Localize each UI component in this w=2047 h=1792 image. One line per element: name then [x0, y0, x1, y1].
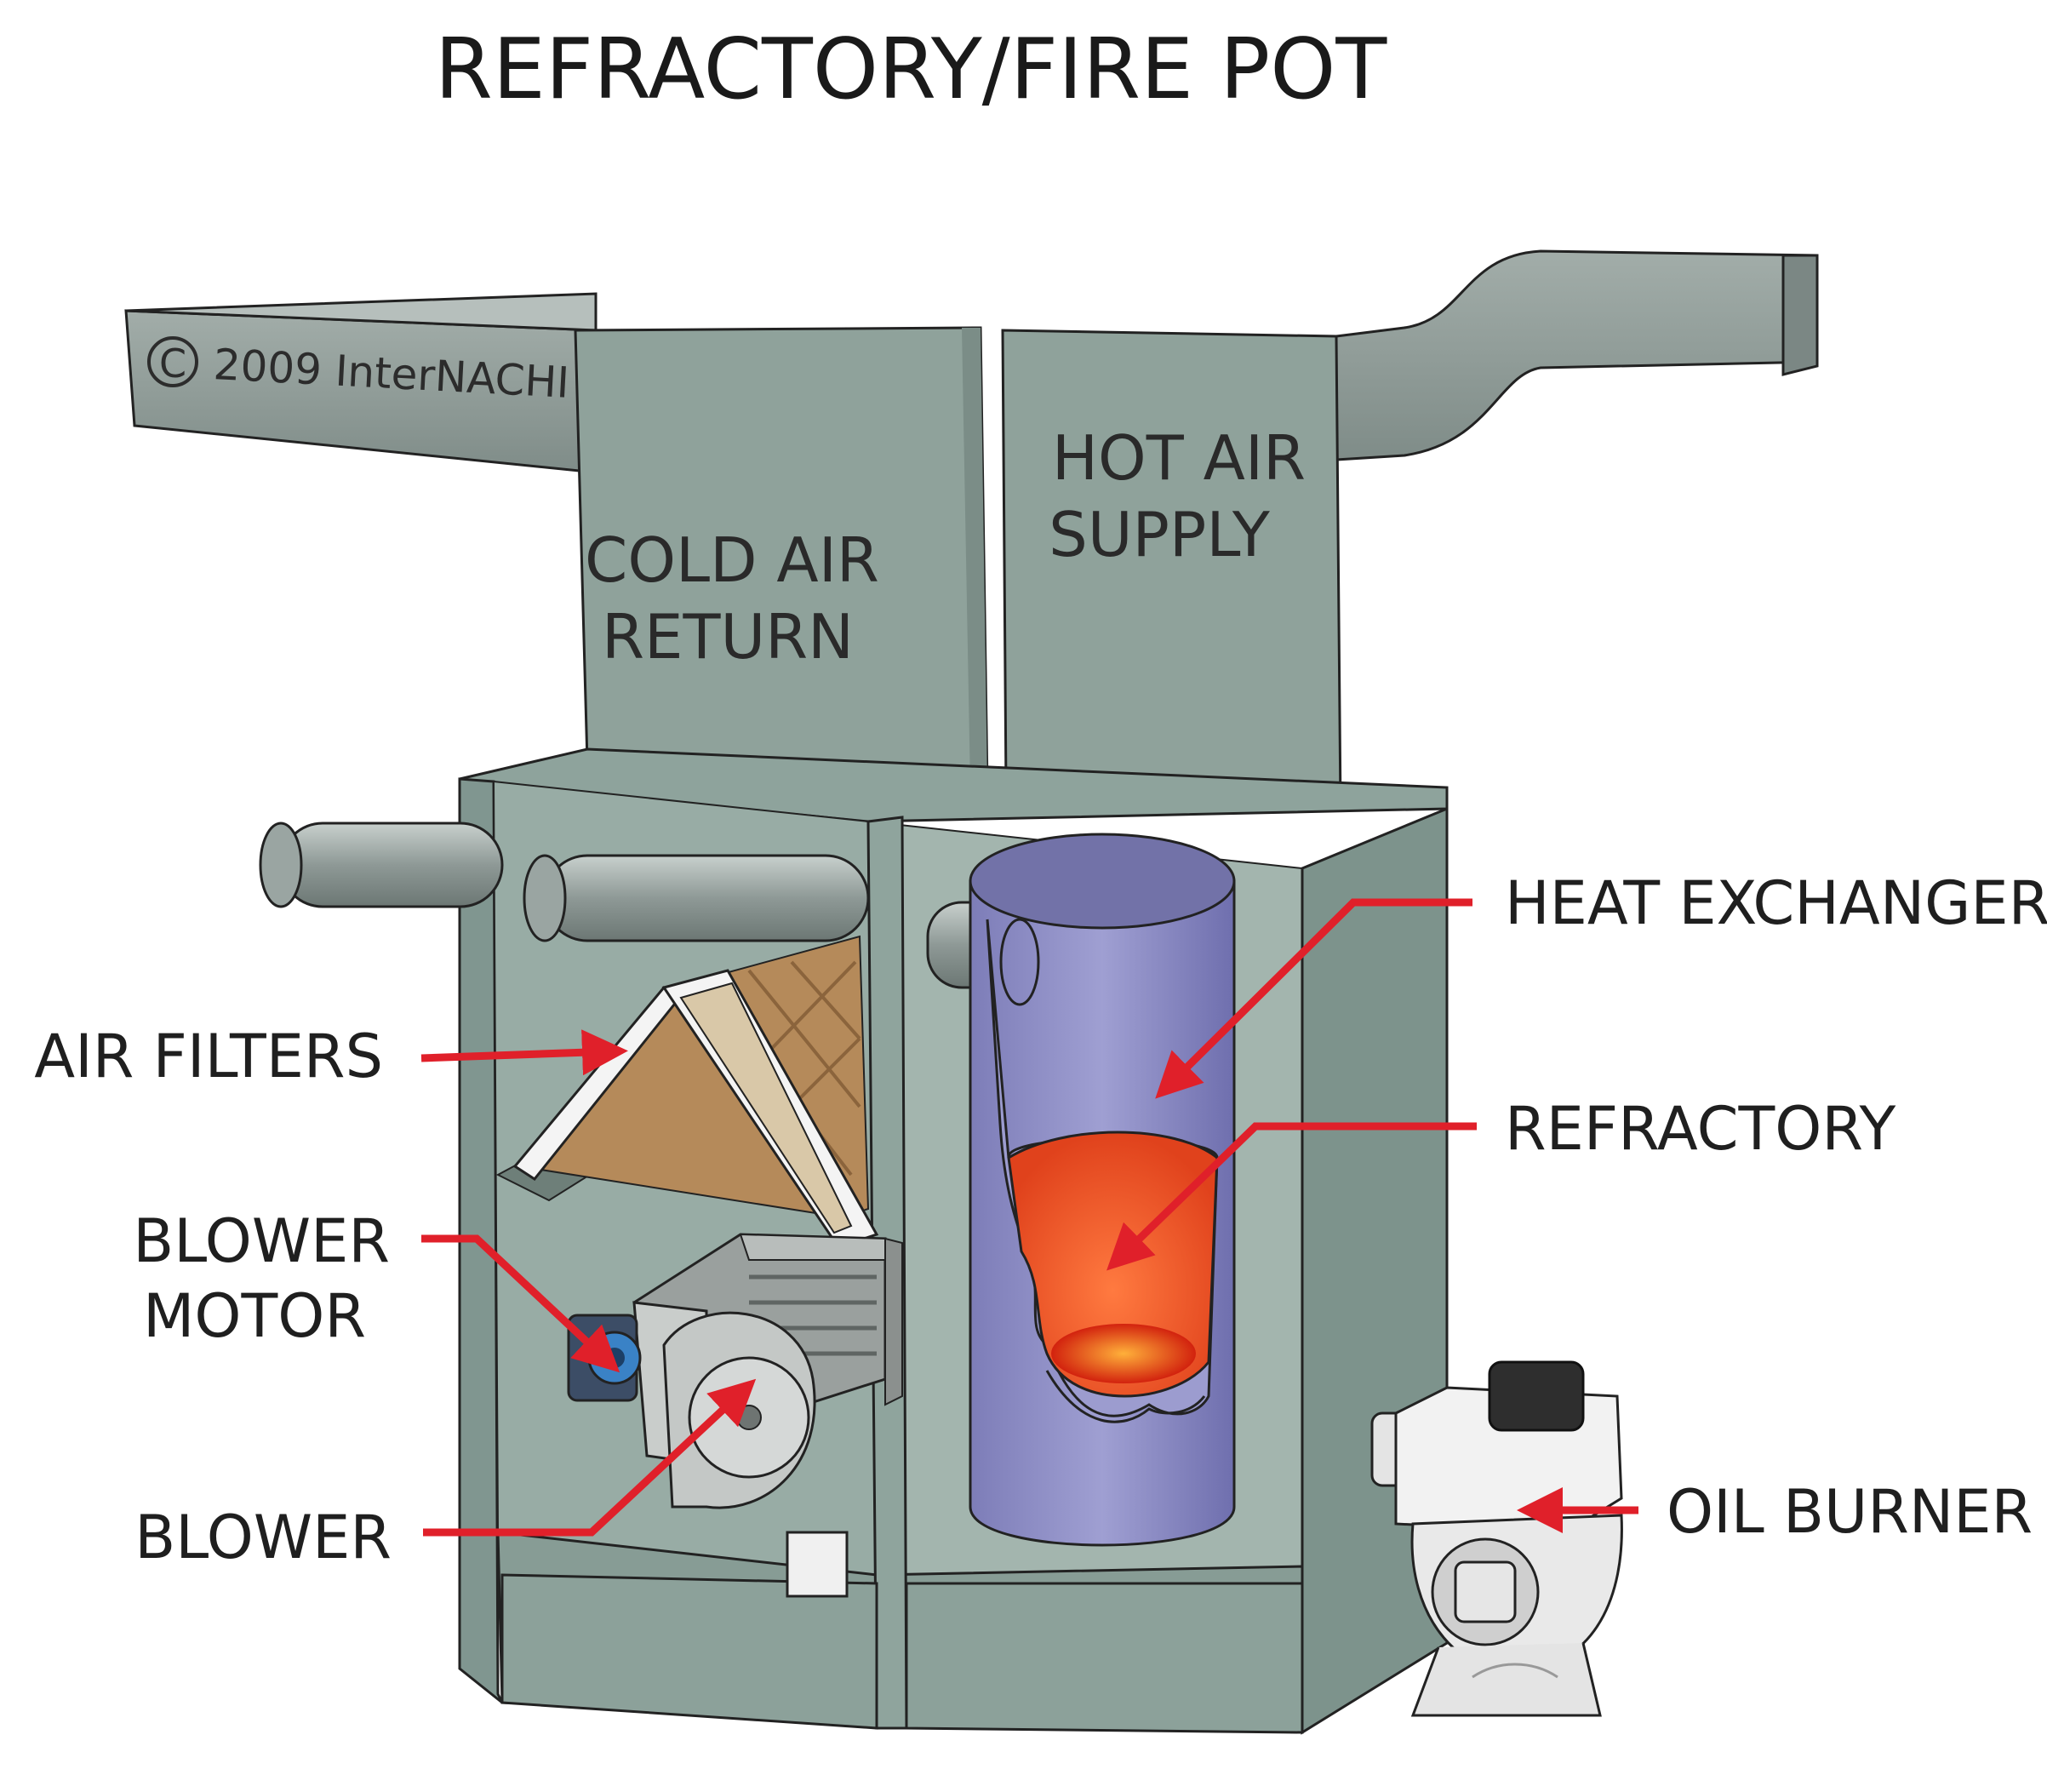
cold-air-return-plenum: COLD AIR RETURN [574, 326, 989, 789]
refractory-label: REFRACTORY [1505, 1094, 1895, 1164]
air-filters [512, 935, 879, 1249]
blower-motor-label-line2: MOTOR [143, 1281, 366, 1351]
callout-arrows [420, 898, 1638, 1537]
cold-air-label-line1: COLD AIR [585, 524, 879, 596]
blower-motor-arrow [421, 1234, 620, 1373]
heat-exchanger-arrow [1155, 898, 1472, 1099]
heat-exchanger-label: HEAT EXCHANGER [1505, 868, 2047, 938]
supply-duct [1335, 249, 1819, 461]
external-pipe [259, 822, 504, 908]
oil-burner-label: OIL BURNER [1667, 1477, 2033, 1547]
oil-burner [1370, 1360, 1623, 1717]
refractory-arrow [1106, 1122, 1477, 1271]
blower-bracket [786, 1531, 849, 1598]
cold-air-label-line2: RETURN [602, 601, 854, 673]
blower-motor-label-line1: BLOWER [133, 1206, 390, 1276]
hot-air-label-line2: SUPPLY [1049, 499, 1271, 570]
blower-arrow [423, 1378, 757, 1537]
blower-label: BLOWER [134, 1503, 392, 1572]
hot-air-supply-plenum: HOT AIR SUPPLY [1001, 329, 1342, 810]
air-filters-label: AIR FILTERS [34, 1022, 383, 1091]
diagram-title: REFRACTORY/FIRE POT [435, 21, 1388, 118]
hot-air-label-line1: HOT AIR [1052, 422, 1306, 494]
air-filters-arrow [420, 1029, 628, 1076]
svg-text:C: C [159, 341, 186, 386]
